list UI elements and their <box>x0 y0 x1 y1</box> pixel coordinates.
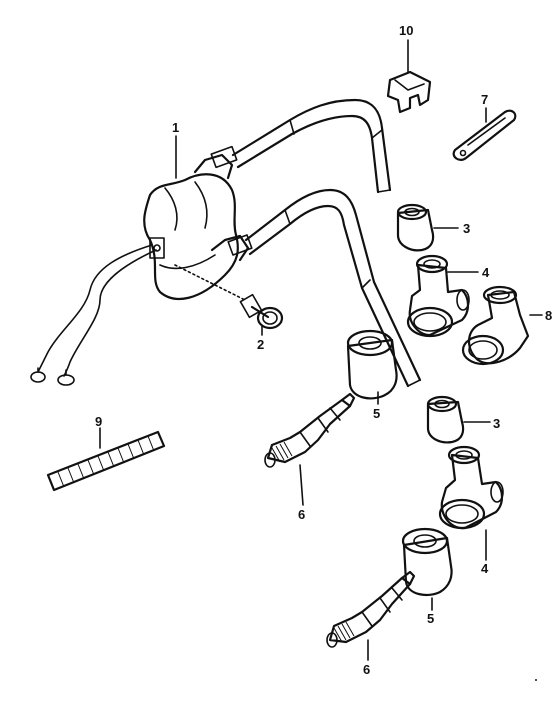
spark-plug-lower <box>326 570 416 648</box>
leader-lines <box>99 39 543 661</box>
lower-high-tension-lead <box>244 188 422 388</box>
callout-4-lower: 4 <box>481 561 489 576</box>
callout-1: 1 <box>172 120 179 135</box>
callout-7: 7 <box>481 92 488 107</box>
plug-cover-lower <box>401 527 453 597</box>
plug-cover-upper <box>346 329 398 400</box>
spark-plug-upper <box>264 392 356 468</box>
callout-3-lower: 3 <box>493 416 500 431</box>
speck-mark <box>535 679 537 681</box>
callout-10: 10 <box>399 23 413 38</box>
callout-6-upper: 6 <box>298 507 305 522</box>
wire-clip <box>386 70 432 114</box>
callout-4-upper: 4 <box>482 265 490 280</box>
plug-cap-lower <box>438 445 504 530</box>
callout-2: 2 <box>257 337 264 352</box>
upper-high-tension-lead <box>231 98 392 194</box>
primary-wire-lead <box>30 244 157 386</box>
callout-9: 9 <box>95 414 102 429</box>
callout-8: 8 <box>545 308 552 323</box>
callout-5-upper: 5 <box>373 406 380 421</box>
cap-nut-upper <box>396 203 435 252</box>
cap-nut-lower <box>426 395 465 444</box>
plug-cap-alternate <box>461 285 530 366</box>
spiral-tube <box>46 430 166 492</box>
callout-6-lower: 6 <box>363 662 370 677</box>
coil-mounting-screw <box>174 264 284 330</box>
callout-labels: 1 2 3 3 4 4 5 5 6 6 7 8 9 10 <box>95 23 552 677</box>
clamp-strap <box>452 109 517 161</box>
callout-5-lower: 5 <box>427 611 434 626</box>
plug-cap-upper <box>406 254 470 338</box>
callout-3-upper: 3 <box>463 221 470 236</box>
